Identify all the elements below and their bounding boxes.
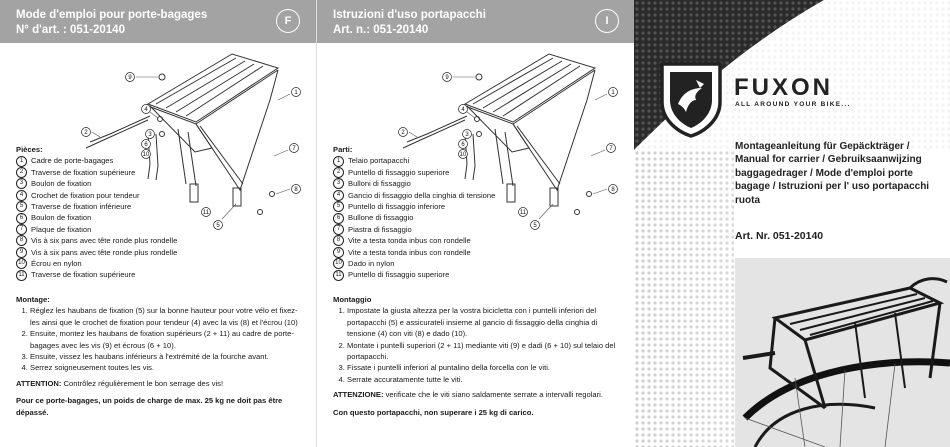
italian-lang-badge: I <box>595 9 619 33</box>
carrier-diagram-french: 1 2 3 4 5 6 7 8 9 10 11 <box>81 53 301 230</box>
french-parts-title: Pièces: <box>16 145 43 154</box>
italian-load-note: Con questo portapacchi, non superare i 2… <box>333 407 534 417</box>
diagram-label-7: 7 <box>292 146 296 152</box>
diagram-label-3: 3 <box>148 132 152 138</box>
diagram-label-8: 8 <box>294 187 298 193</box>
diagram-label-8: 8 <box>611 187 615 193</box>
panel-cover: FUXON ALL AROUND YOUR BIKE... Montageanl… <box>634 0 950 447</box>
diagram-label-4: 4 <box>144 107 148 113</box>
list-item: Fissate i puntelli inferiori al puntalin… <box>347 362 623 373</box>
french-lang-badge: F <box>276 9 300 33</box>
cover-art-number: Art. Nr. 051-20140 <box>735 230 824 242</box>
french-header-title: Mode d'emploi pour porte-bagages <box>16 9 208 21</box>
diagram-label-9: 9 <box>445 75 449 81</box>
product-photo <box>735 258 950 447</box>
list-item: Serrez soigneusement toutes les vis. <box>30 362 306 373</box>
diagram-label-9: 9 <box>128 75 132 81</box>
italian-parts-title: Parti: <box>333 145 353 154</box>
diagram-label-2: 2 <box>401 130 405 136</box>
french-header-artnr: N° d'art. : 051-20140 <box>16 24 125 36</box>
italian-header-title: Istruzioni d'uso portapacchi <box>333 9 486 21</box>
list-item: Serrate accuratamente tutte le viti. <box>347 374 623 385</box>
italian-steps: Impostate la giusta altezza per la vostr… <box>333 305 623 385</box>
italian-header: Istruzioni d'uso portapacchi Art. n.: 05… <box>317 0 635 43</box>
diagram-label-7: 7 <box>609 146 613 152</box>
italian-assembly-title: Montaggio <box>333 295 372 304</box>
product-rack-image <box>735 258 950 447</box>
diagram-label-2: 2 <box>84 130 88 136</box>
french-steps: Réglez les haubans de fixation (5) sur l… <box>16 305 306 373</box>
list-item: Montate i puntelli superiori (2 + 11) me… <box>347 340 623 363</box>
cover-title: Montageanleitung für Gepäckträger / Manu… <box>735 141 930 206</box>
diagram-label-3: 3 <box>465 132 469 138</box>
french-attention: ATTENTION: Contrôlez régulièrement le bo… <box>16 378 224 388</box>
diagram-label-6: 6 <box>461 142 465 148</box>
panel-french: Mode d'emploi pour porte-bagages N° d'ar… <box>0 0 316 447</box>
diagram-label-11: 11 <box>520 210 527 216</box>
french-assembly-title: Montage: <box>16 295 50 304</box>
italian-header-artnr: Art. n.: 051-20140 <box>333 24 429 36</box>
carrier-diagram-italian: 1 2 3 4 5 6 7 8 9 10 11 <box>398 53 618 230</box>
diagram-label-1: 1 <box>294 90 298 96</box>
diagram-label-4: 4 <box>461 107 465 113</box>
brand-name: FUXON <box>734 74 833 101</box>
french-load-note: Pour ce porte-bagages, un poids de charg… <box>16 396 283 417</box>
diagram-label-1: 1 <box>611 90 615 96</box>
list-item: Impostate la giusta altezza per la vostr… <box>347 305 623 339</box>
brand-slogan: ALL AROUND YOUR BIKE... <box>735 101 851 108</box>
list-item: Ensuite, montez les haubans de fixation … <box>30 328 306 351</box>
diagram-label-5: 5 <box>533 223 537 229</box>
italian-assembly: Montaggio Impostate la giusta altezza pe… <box>333 294 623 418</box>
diagram-label-11: 11 <box>203 210 210 216</box>
list-item: Ensuite, vissez les haubans inférieurs à… <box>30 351 306 362</box>
italian-attention: ATTENZIONE: verificate che le viti siano… <box>333 390 603 400</box>
list-item: Réglez les haubans de fixation (5) sur l… <box>30 305 306 328</box>
diagram-label-10: 10 <box>460 152 467 158</box>
diagram-label-5: 5 <box>216 223 220 229</box>
panel-italian: Istruzioni d'uso portapacchi Art. n.: 05… <box>316 0 635 447</box>
diagram-label-10: 10 <box>143 152 150 158</box>
diagram-label-6: 6 <box>144 142 148 148</box>
french-header: Mode d'emploi pour porte-bagages N° d'ar… <box>0 0 316 43</box>
fuxon-logo-icon <box>660 62 722 138</box>
french-assembly: Montage: Réglez les haubans de fixation … <box>16 294 306 418</box>
